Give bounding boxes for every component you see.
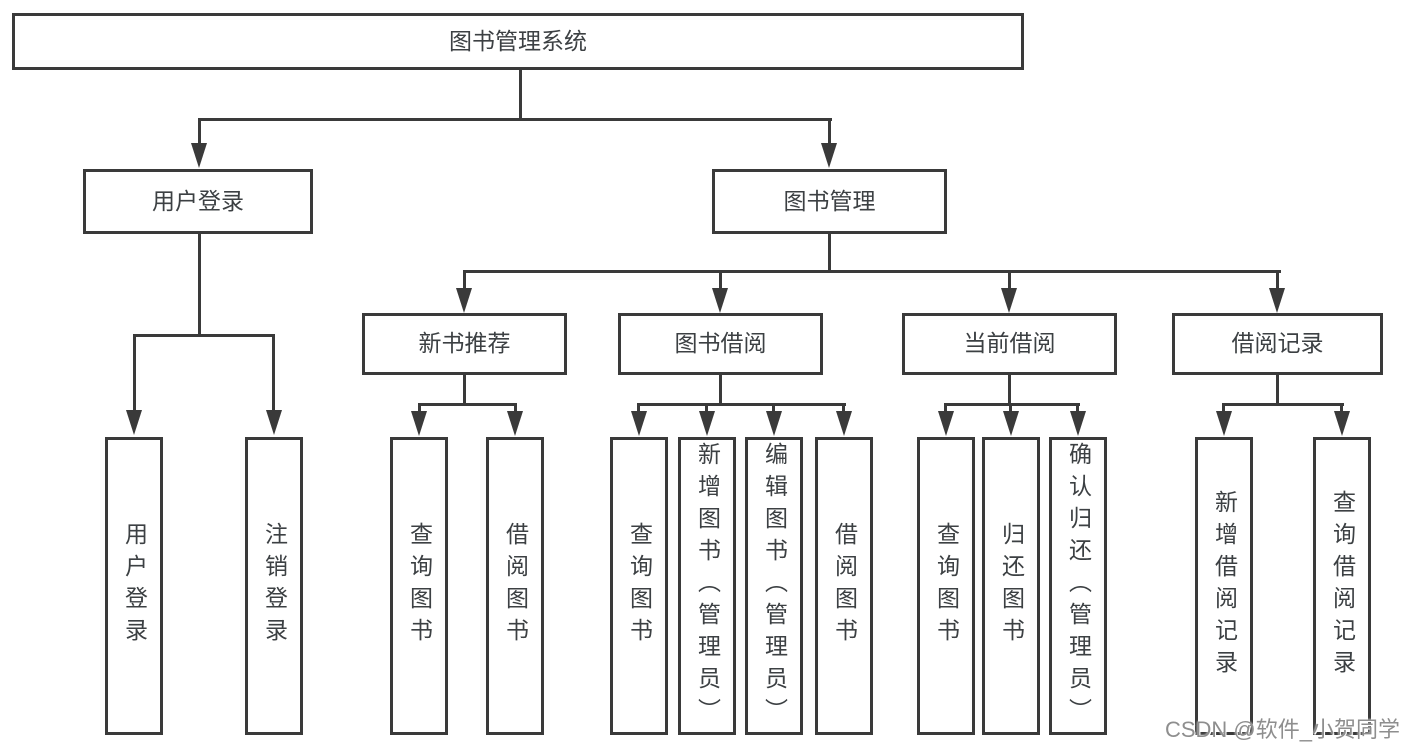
node-new-book-rec: 新书推荐 [362, 313, 567, 375]
leaf-cur-return-books-label: 归还图书 [998, 522, 1025, 650]
edge-arrowhead-book-mgmt [821, 143, 837, 168]
leaf-rec-borrow-books-label: 借阅图书 [502, 522, 529, 650]
edge-arrowhead-cur-confirm [1070, 411, 1086, 436]
edge-arrowhead-bb-edit [766, 411, 782, 436]
leaf-logout: 注销登录 [245, 437, 303, 735]
edge-stem-cur-confirm [1076, 403, 1079, 413]
node-book-mgmt-label: 图书管理 [783, 187, 876, 214]
node-user-login-label: 用户登录 [152, 187, 244, 214]
edge-root-rail [198, 118, 832, 121]
edge-stem-records-add [1222, 403, 1225, 413]
leaf-cur-return-books: 归还图书 [982, 437, 1040, 735]
edge-borrow-records-rail [1222, 403, 1344, 406]
node-book-borrow: 图书借阅 [618, 313, 823, 375]
edge-stem-user-login [198, 118, 201, 146]
edge-arrowhead-new-book-rec [456, 288, 472, 313]
edge-book-borrow-rail [638, 403, 846, 406]
leaf-records-add-label: 新增借阅记录 [1211, 490, 1238, 682]
leaf-borrow-add-books-label: 新增图书（管理员） [694, 442, 721, 730]
edge-borrow-records-trunk [1276, 374, 1279, 406]
edge-stem-borrow-records [1276, 270, 1279, 290]
edge-arrowhead-logout [266, 410, 282, 435]
leaf-rec-borrow-books: 借阅图书 [486, 437, 544, 735]
leaf-borrow-edit-books-label: 编辑图书（管理员） [761, 442, 788, 730]
edge-stem-login-action [133, 334, 136, 411]
edge-book-borrow-trunk [719, 374, 722, 406]
edge-stem-bb-query [637, 403, 640, 413]
leaf-user-login-action-label: 用户登录 [121, 522, 148, 650]
edge-book-mgmt-trunk [828, 233, 831, 273]
edge-stem-rec-borrow [514, 403, 517, 413]
edge-stem-current-borrow [1008, 270, 1011, 290]
node-current-borrow-label: 当前借阅 [963, 330, 1056, 357]
edge-arrowhead-borrow-records [1269, 288, 1285, 313]
edge-new-book-rec-rail [418, 403, 517, 406]
edge-arrowhead-user-login [191, 143, 207, 168]
edge-new-book-rec-trunk [463, 374, 466, 406]
edge-stem-book-borrow [719, 270, 722, 290]
leaf-cur-confirm-return: 确认归还（管理员） [1049, 437, 1107, 735]
node-user-login: 用户登录 [83, 169, 313, 234]
edge-arrowhead-records-query [1334, 411, 1350, 436]
edge-stem-bb-borrow [842, 403, 845, 413]
edge-current-borrow-trunk [1008, 374, 1011, 406]
leaf-borrow-edit-books: 编辑图书（管理员） [745, 437, 803, 735]
leaf-records-add: 新增借阅记录 [1195, 437, 1253, 735]
leaf-borrow-borrow-books-label: 借阅图书 [831, 522, 858, 650]
node-root-label: 图书管理系统 [449, 27, 587, 54]
edge-arrowhead-rec-query [411, 411, 427, 436]
leaf-borrow-query-books-label: 查询图书 [626, 522, 653, 650]
edge-arrowhead-cur-query [938, 411, 954, 436]
edge-arrowhead-bb-borrow [836, 411, 852, 436]
edge-arrowhead-book-borrow [712, 288, 728, 313]
edge-stem-logout [272, 334, 275, 411]
leaf-borrow-query-books: 查询图书 [610, 437, 668, 735]
edge-stem-bb-edit [772, 403, 775, 413]
node-borrow-records-label: 借阅记录 [1231, 330, 1324, 357]
edge-stem-new-book-rec [463, 270, 466, 290]
edge-stem-bb-add [705, 403, 708, 413]
edge-current-borrow-rail [944, 403, 1080, 406]
node-book-borrow-label: 图书借阅 [674, 330, 767, 357]
node-book-mgmt: 图书管理 [712, 169, 947, 234]
edge-arrowhead-cur-return [1003, 411, 1019, 436]
edge-arrowhead-bb-query [631, 411, 647, 436]
leaf-borrow-add-books: 新增图书（管理员） [678, 437, 736, 735]
leaf-user-login-action: 用户登录 [105, 437, 163, 735]
edge-stem-cur-query [944, 403, 947, 413]
watermark: CSDN @软件_小贺同学 [1164, 717, 1400, 742]
leaf-cur-confirm-return-label: 确认归还（管理员） [1065, 442, 1092, 730]
leaf-logout-label: 注销登录 [261, 522, 288, 650]
leaf-rec-query-books: 查询图书 [390, 437, 448, 735]
edge-stem-records-query [1340, 403, 1343, 413]
edge-arrowhead-rec-borrow [507, 411, 523, 436]
edge-user-login-rail [133, 334, 274, 337]
leaf-records-query: 查询借阅记录 [1313, 437, 1371, 735]
edge-arrowhead-current-borrow [1001, 288, 1017, 313]
node-current-borrow: 当前借阅 [902, 313, 1117, 375]
edge-stem-cur-return [1009, 403, 1012, 413]
edge-arrowhead-bb-add [699, 411, 715, 436]
node-new-book-rec-label: 新书推荐 [418, 330, 511, 357]
edge-stem-book-mgmt [828, 118, 831, 146]
leaf-borrow-borrow-books: 借阅图书 [815, 437, 873, 735]
leaf-cur-query-books-label: 查询图书 [933, 522, 960, 650]
edge-arrowhead-records-add [1216, 411, 1232, 436]
edge-stem-rec-query [418, 403, 421, 413]
leaf-cur-query-books: 查询图书 [917, 437, 975, 735]
node-root: 图书管理系统 [12, 13, 1024, 70]
edge-arrowhead-login-action [126, 410, 142, 435]
node-borrow-records: 借阅记录 [1172, 313, 1383, 375]
edge-user-login-trunk [198, 233, 201, 336]
edge-root-trunk [519, 69, 522, 121]
leaf-rec-query-books-label: 查询图书 [406, 522, 433, 650]
leaf-records-query-label: 查询借阅记录 [1329, 490, 1356, 682]
edge-book-mgmt-rail [463, 270, 1281, 273]
